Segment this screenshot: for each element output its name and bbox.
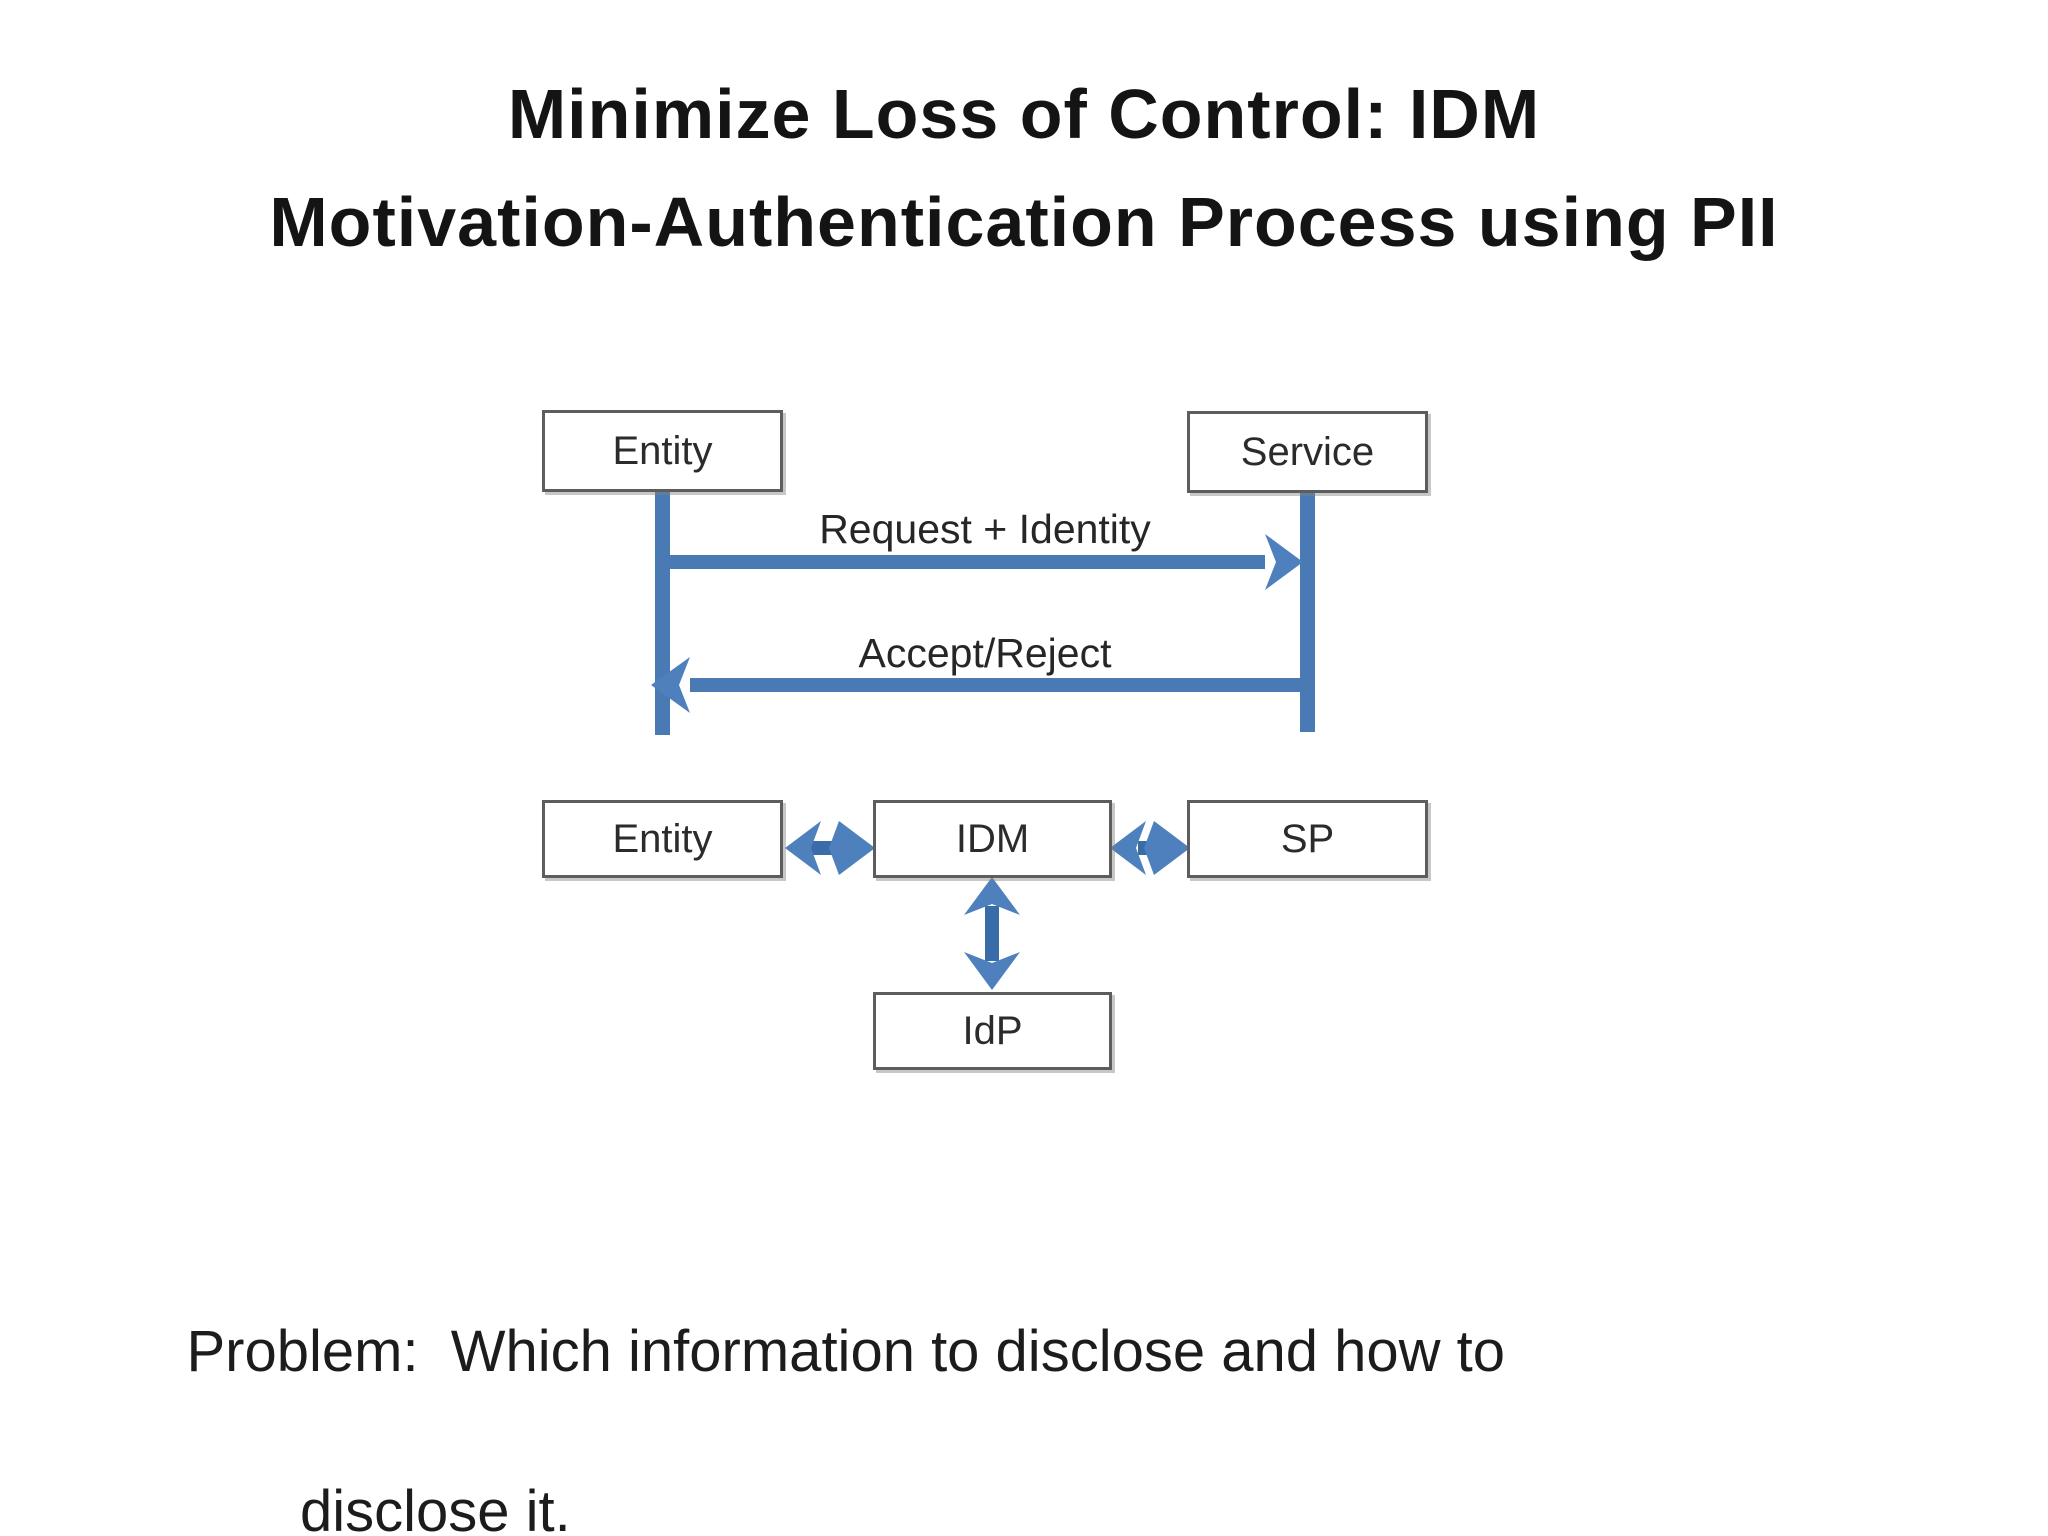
node-idp-label: IdP — [962, 1008, 1023, 1053]
idm-sp-link — [1110, 821, 1190, 875]
message-accept-reject-label: Accept/Reject — [858, 630, 1112, 676]
service-lifeline — [1300, 490, 1315, 732]
slide-title-line2: Motivation-Authentication Process using … — [269, 183, 1779, 261]
node-idp: IdP — [873, 992, 1112, 1070]
accept-reject-arrow — [651, 657, 1307, 713]
problem-statement-line1: Problem: Which information to disclose a… — [186, 1319, 1505, 1384]
node-entity-idm-label: Entity — [612, 816, 713, 861]
slide-title: Minimize Loss of Control: IDM Motivation… — [0, 60, 2048, 276]
problem-statement-line2: disclose it. — [300, 1479, 571, 1536]
node-entity-sequence: Entity — [542, 410, 783, 492]
node-entity-sequence-label: Entity — [612, 428, 713, 473]
request-identity-arrow — [662, 534, 1303, 590]
node-entity-idm-diagram: Entity — [542, 800, 783, 878]
slide-title-line1: Minimize Loss of Control: IDM — [507, 75, 1541, 153]
message-request-identity-label: Request + Identity — [819, 506, 1151, 552]
entity-lifeline — [655, 490, 670, 735]
node-service: Service — [1187, 411, 1428, 493]
node-service-label: Service — [1240, 429, 1375, 474]
node-sp: SP — [1187, 800, 1428, 878]
entity-idm-link — [785, 821, 875, 875]
node-sp-label: SP — [1280, 816, 1335, 861]
problem-statement: Problem: Which information to disclose a… — [122, 1232, 1505, 1536]
node-idm-label: IDM — [955, 816, 1030, 861]
node-idm: IDM — [873, 800, 1112, 878]
idm-idp-link — [964, 877, 1020, 990]
